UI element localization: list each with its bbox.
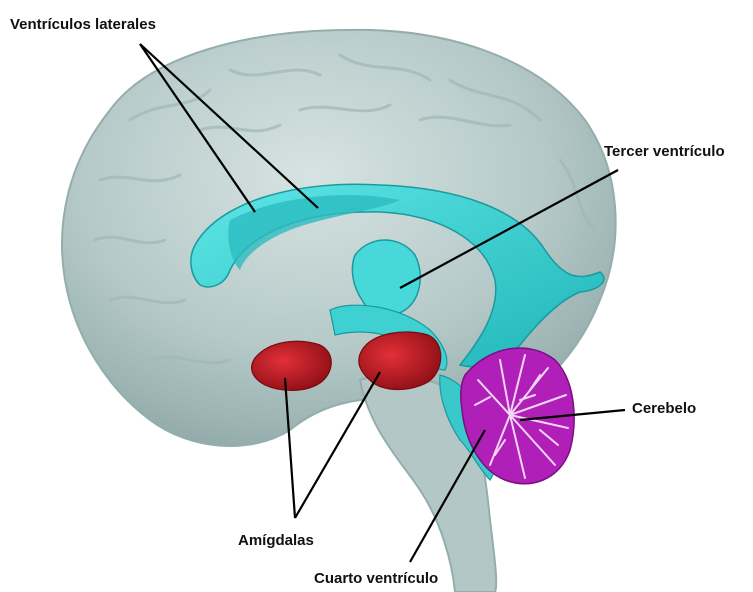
label-lateral-ventricles: Ventrículos laterales xyxy=(10,16,156,33)
amygdala-right-shape xyxy=(359,332,441,390)
label-cerebellum: Cerebelo xyxy=(632,400,696,417)
label-amygdalae: Amígdalas xyxy=(238,532,314,549)
label-third-ventricle: Tercer ventrículo xyxy=(604,143,725,160)
label-fourth-ventricle: Cuarto ventrículo xyxy=(314,570,438,587)
